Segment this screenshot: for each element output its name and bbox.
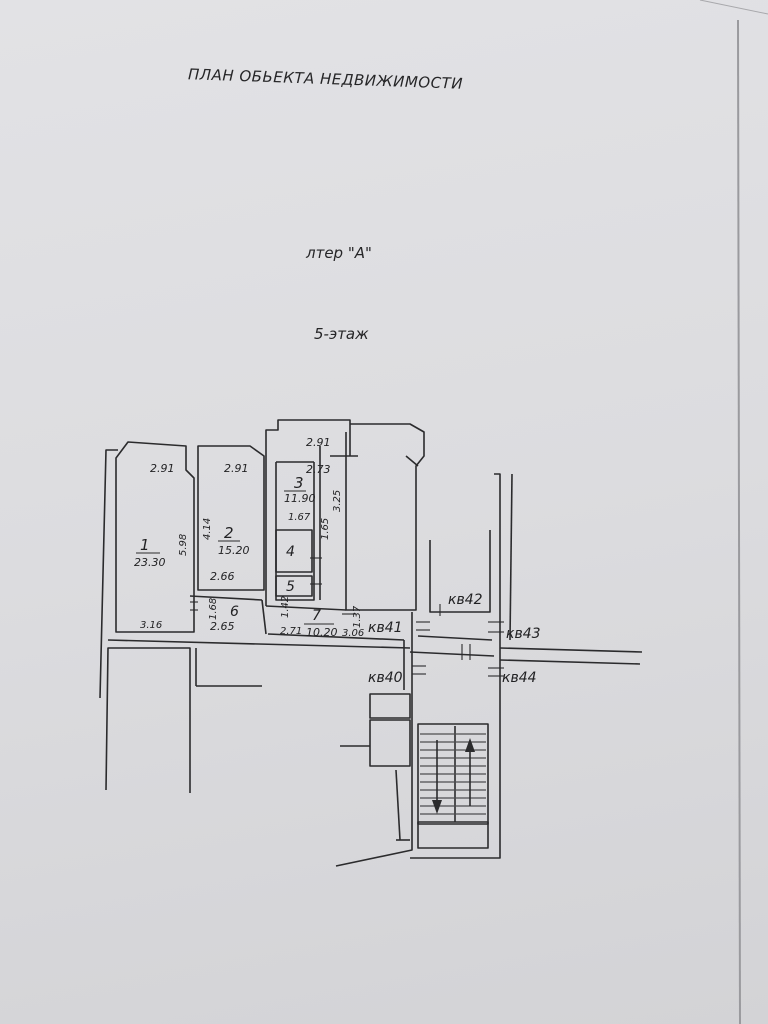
dim-r1-side: 5.98 <box>178 534 189 556</box>
dim-r2-bottom: 2.66 <box>210 570 235 583</box>
building-letter: лтер "А" <box>306 244 372 262</box>
floor-label: 5-этаж <box>314 325 369 343</box>
dim-r6-bottom: 2.65 <box>210 620 235 633</box>
arrow-down-icon <box>432 800 442 814</box>
page-corner-line <box>699 0 768 15</box>
room-4-number: 4 <box>286 544 295 560</box>
dim-r7-d: 1.37 <box>352 605 363 628</box>
room-1-area: 23.30 <box>134 556 166 569</box>
room-5-number: 5 <box>286 579 295 595</box>
dim-r7-a: 1.42 <box>280 596 291 618</box>
room-7-area: 10.20 <box>306 626 338 639</box>
room-2-area: 15.20 <box>218 544 250 557</box>
room-3-area: 11.90 <box>284 492 316 505</box>
apartment-42-label: кв42 <box>448 592 483 608</box>
door-marks <box>190 557 504 677</box>
arrow-up-icon <box>465 738 475 752</box>
dim-r6-side: 1.68 <box>208 598 219 620</box>
dim-r3-top: 2.91 <box>306 436 331 449</box>
apartment-44-label: кв44 <box>502 670 537 686</box>
dim-r3-inner: 2.73 <box>306 463 331 476</box>
room-2-number: 2 <box>224 524 234 542</box>
dim-r3-bottom: 1.67 <box>288 512 311 523</box>
room-6-number: 6 <box>230 604 239 620</box>
dim-r1-bottom: 3.16 <box>140 620 162 631</box>
apartment-43-label: кв43 <box>506 626 541 642</box>
room-1-number: 1 <box>140 536 150 554</box>
dim-r3-side: 3.25 <box>332 490 343 512</box>
dim-r1-top: 2.91 <box>150 462 175 475</box>
stair-treads <box>420 726 486 822</box>
outer-walls <box>99 419 643 867</box>
dim-r2-side: 4.14 <box>202 518 213 540</box>
dim-r7-b: 2.71 <box>280 626 302 637</box>
dim-r7-c: 3.06 <box>342 628 364 639</box>
apartment-41-label: кв41 <box>368 620 403 636</box>
room-3-number: 3 <box>294 474 304 492</box>
page-edge <box>737 19 741 1024</box>
stair-arrows <box>432 738 475 814</box>
dim-r2-top: 2.91 <box>224 462 249 475</box>
room-7-number: 7 <box>312 608 321 624</box>
dim-r3-small: 1.65 <box>320 518 331 540</box>
apartment-40-label: кв40 <box>368 670 403 686</box>
